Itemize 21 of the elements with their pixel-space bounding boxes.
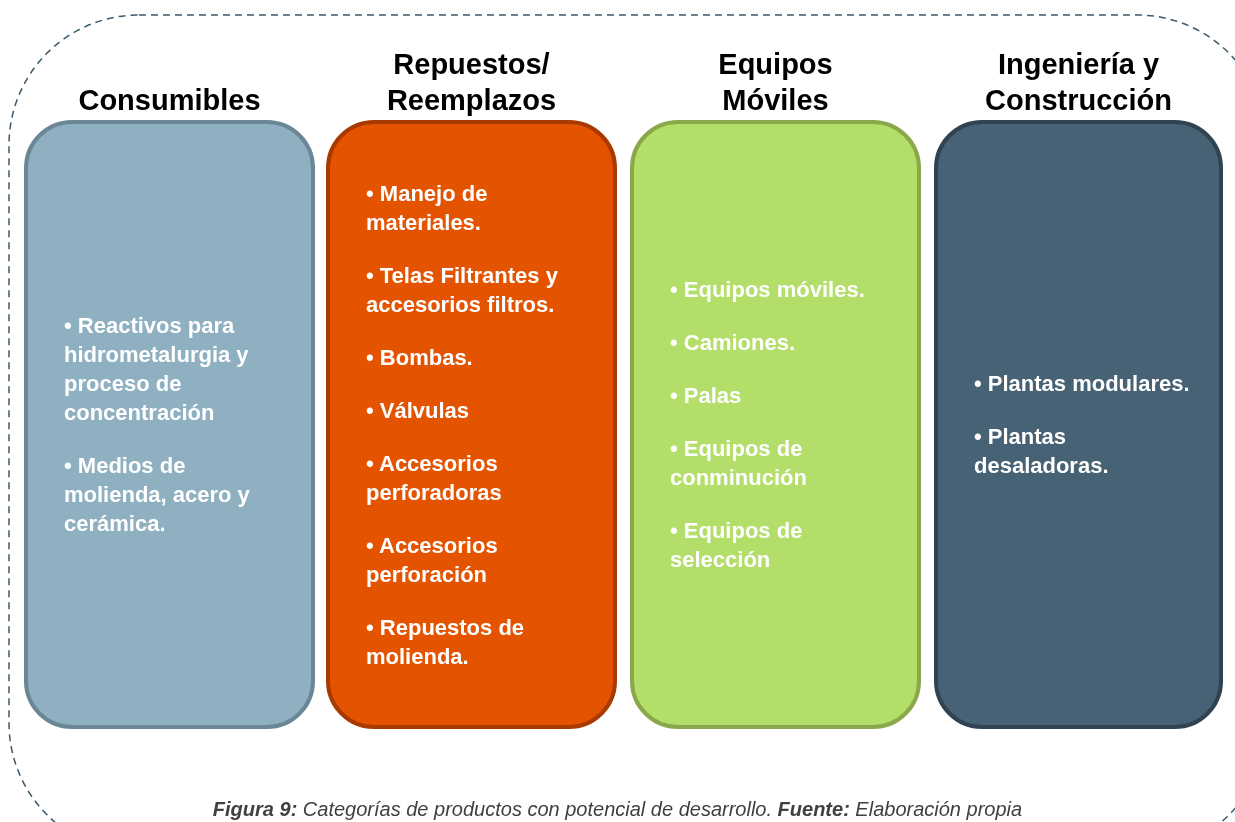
bullet-item: • Válvulas [366,396,471,425]
bullet-item: • Accesorios perforadoras [366,449,503,507]
category-heading: Equipos Móviles [717,47,834,118]
bullet-item: • Equipos de conminución [670,435,808,492]
bullet-item: • Bombas. [366,343,474,372]
bullet-item: • Equipos móviles. [670,276,866,304]
bullet-item: • Camiones. [670,329,797,357]
bullet-item: • Repuestos de molienda. [366,613,526,671]
category-heading: Ingeniería y Construcción [984,47,1173,118]
category-heading: Repuestos/ Reemplazos [385,47,558,118]
bullet-item: • Plantas desaladoras. [974,423,1110,480]
bullet-item: • Plantas modulares. [974,370,1191,398]
figure-caption: Figura 9: Categorías de productos con potencial de desarrollo. Fuente: Elaboración propia [211,798,1024,821]
bullet-item: • Palas [670,382,743,410]
bullet-item: • Equipos de selección [670,517,804,574]
bullet-item: • Telas Filtrantes y accesorios filtros. [366,261,559,319]
bullet-item: • Manejo de materiales. [366,179,489,237]
category-heading: Consumibles [77,83,262,118]
bullet-item: • Accesorios perforación [366,531,499,589]
bullet-item: • Reactivos para hidrometalurgia y proceso de concentración [64,312,250,427]
bullet-item: • Medios de molienda, acero y cerámica. [64,452,251,538]
